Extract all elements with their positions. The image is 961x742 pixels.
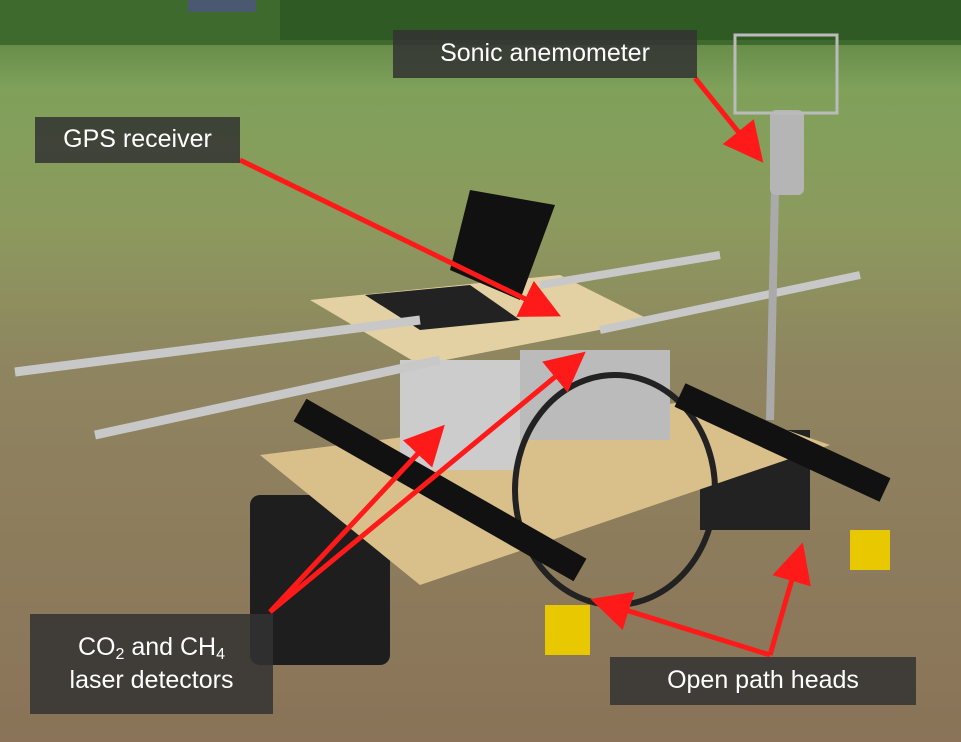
label-sonic-anemometer: Sonic anemometer (393, 30, 697, 78)
yellow-head (545, 605, 590, 655)
open-path-tube (293, 398, 587, 582)
label-laser-detectors: CO2 and CH4 laser detectors (30, 614, 273, 714)
black-case (250, 495, 390, 665)
co2-sub: 2 (115, 645, 125, 663)
arrow-anemometer (693, 76, 764, 163)
rail (14, 315, 421, 377)
label-gps-receiver: GPS receiver (35, 117, 240, 163)
arrow-head-2 (590, 591, 771, 658)
arrow-detector-2 (268, 351, 586, 614)
arrow-head-1 (767, 542, 811, 656)
label-open-path-heads: Open path heads (610, 657, 916, 705)
arrow-gps (238, 157, 561, 317)
ch4-sub: 4 (216, 645, 226, 663)
mast (766, 189, 779, 421)
arrow-detector-1 (268, 424, 445, 614)
arrows (238, 76, 811, 658)
label-line-1: CO2 and CH4 (78, 632, 225, 665)
and-ch-text: and CH (124, 632, 217, 661)
anemometer (770, 110, 804, 195)
co2-text: CO (77, 632, 116, 661)
label-line-2: laser detectors (69, 665, 234, 694)
car (188, 0, 256, 12)
